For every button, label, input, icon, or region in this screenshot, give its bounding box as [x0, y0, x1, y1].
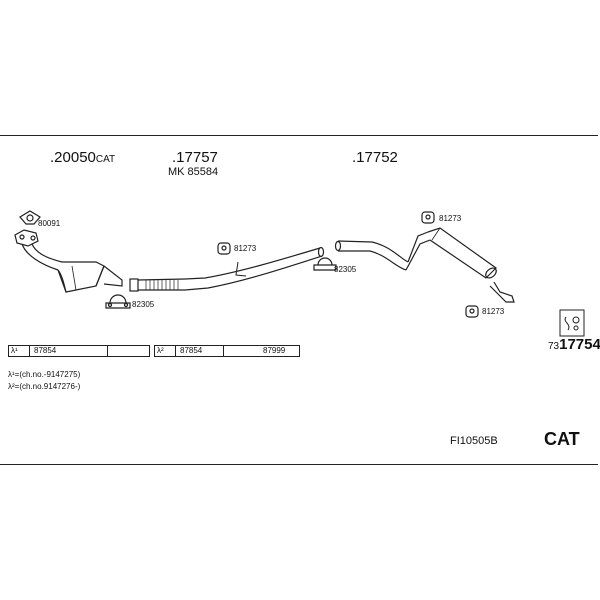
part-number-rear-silencer: 7317754 [548, 336, 600, 353]
rubber-hanger-icon [421, 211, 435, 224]
mounting-kit-number: MK 85584 [168, 166, 219, 178]
callout-label: 82305 [334, 265, 357, 274]
reference-part: 87999 [263, 346, 286, 355]
reference-row-label: λ² [157, 346, 164, 355]
reference-row-lambda1: λ¹ 87854 [8, 345, 150, 357]
rubber-hanger-icon [217, 242, 231, 255]
reference-part: 87854 [34, 346, 57, 355]
catalyst-badge: CAT [544, 429, 580, 449]
part-number-middle-pipe: .17752 [352, 149, 398, 166]
callout-label: 81273 [439, 214, 462, 223]
clamp-icon [105, 294, 131, 309]
callout-label: 81273 [234, 244, 257, 253]
front-pipe-icon [129, 246, 325, 292]
rear-silencer-icon [334, 227, 515, 303]
clamp-icon [313, 257, 337, 271]
chassis-note-lambda2: λ²=(ch.no.9147276-) [8, 382, 81, 391]
callout-label: 82305 [132, 300, 155, 309]
catalyst-converter-icon [14, 229, 123, 293]
callout-label: 80091 [38, 219, 61, 228]
callout-label: 81273 [482, 307, 505, 316]
part-number-front-pipe: .17757 [172, 149, 218, 166]
reference-row-label: λ¹ [11, 346, 18, 355]
diagram-frame [0, 135, 598, 465]
reference-row-lambda2: λ² 87854 87999 [154, 345, 300, 357]
gasket-icon [19, 210, 41, 225]
chassis-note-lambda1: λ¹=(ch.no.-9147275) [8, 370, 81, 379]
assembly-paste-icon [559, 309, 585, 337]
part-number-catalyst: .20050CAT [50, 149, 116, 166]
diagram-code: FI10505B [450, 435, 498, 447]
reference-part: 87854 [180, 346, 203, 355]
rubber-hanger-icon [465, 305, 479, 318]
